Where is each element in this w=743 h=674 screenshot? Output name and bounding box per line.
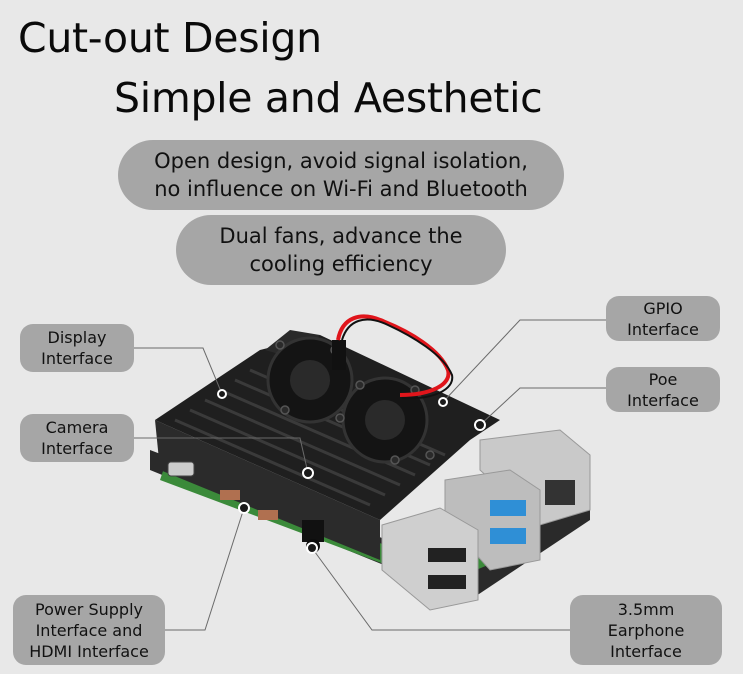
callout-power-line-3: HDMI Interface [29,641,149,661]
callout-display-line-2: Interface [41,349,113,368]
callout-poe-line-2: Interface [627,390,699,410]
callout-poe-interface: Poe Interface [606,367,720,412]
callout-earphone-line-1: 3.5mm [617,599,675,619]
callout-display-interface: Display Interface [20,324,134,372]
leader-power [165,507,245,631]
feature-dual-fans: Dual fans, advance the cooling efficienc… [176,215,506,285]
marker-poe [474,419,486,431]
feature-dual-fans-line-2: cooling efficiency [249,252,433,276]
callout-earphone-line-2: Earphone [607,620,685,640]
callout-gpio-interface: GPIO Interface [606,296,720,341]
callout-display-line-1: Display [47,328,107,347]
callout-gpio-line-2: Interface [627,319,699,339]
callout-camera-line-2: Interface [41,439,113,458]
marker-earphone [306,542,318,554]
callout-camera-line-1: Camera [45,418,109,437]
feature-open-design-line-2: no influence on Wi-Fi and Bluetooth [154,177,528,201]
marker-power [238,502,250,514]
leader-earphone [311,547,570,631]
heading-line-2: Simple and Aesthetic [114,74,543,122]
fan-icon [266,336,354,424]
leader-poe [479,387,606,426]
callout-poe-line-1: Poe [648,369,678,389]
callout-power-line-2: Interface and [35,620,143,640]
callout-earphone-interface: 3.5mm Earphone Interface [570,595,722,665]
callout-earphone-line-3: Interface [610,641,682,661]
callout-power-hdmi-interface: Power Supply Interface and HDMI Interfac… [13,595,165,665]
callout-gpio-line-1: GPIO [643,298,683,318]
leader-display [134,347,223,395]
marker-camera [302,467,314,479]
feature-open-design-line-1: Open design, avoid signal isolation, [154,149,528,173]
feature-open-design: Open design, avoid signal isolation, no … [118,140,564,210]
marker-gpio [438,397,448,407]
callout-camera-interface: Camera Interface [20,414,134,462]
leader-camera [134,437,309,474]
callout-power-line-1: Power Supply [35,599,143,619]
leader-gpio [442,319,606,403]
heading-line-1: Cut-out Design [18,14,322,62]
marker-display [217,389,227,399]
feature-dual-fans-line-1: Dual fans, advance the [219,224,463,248]
